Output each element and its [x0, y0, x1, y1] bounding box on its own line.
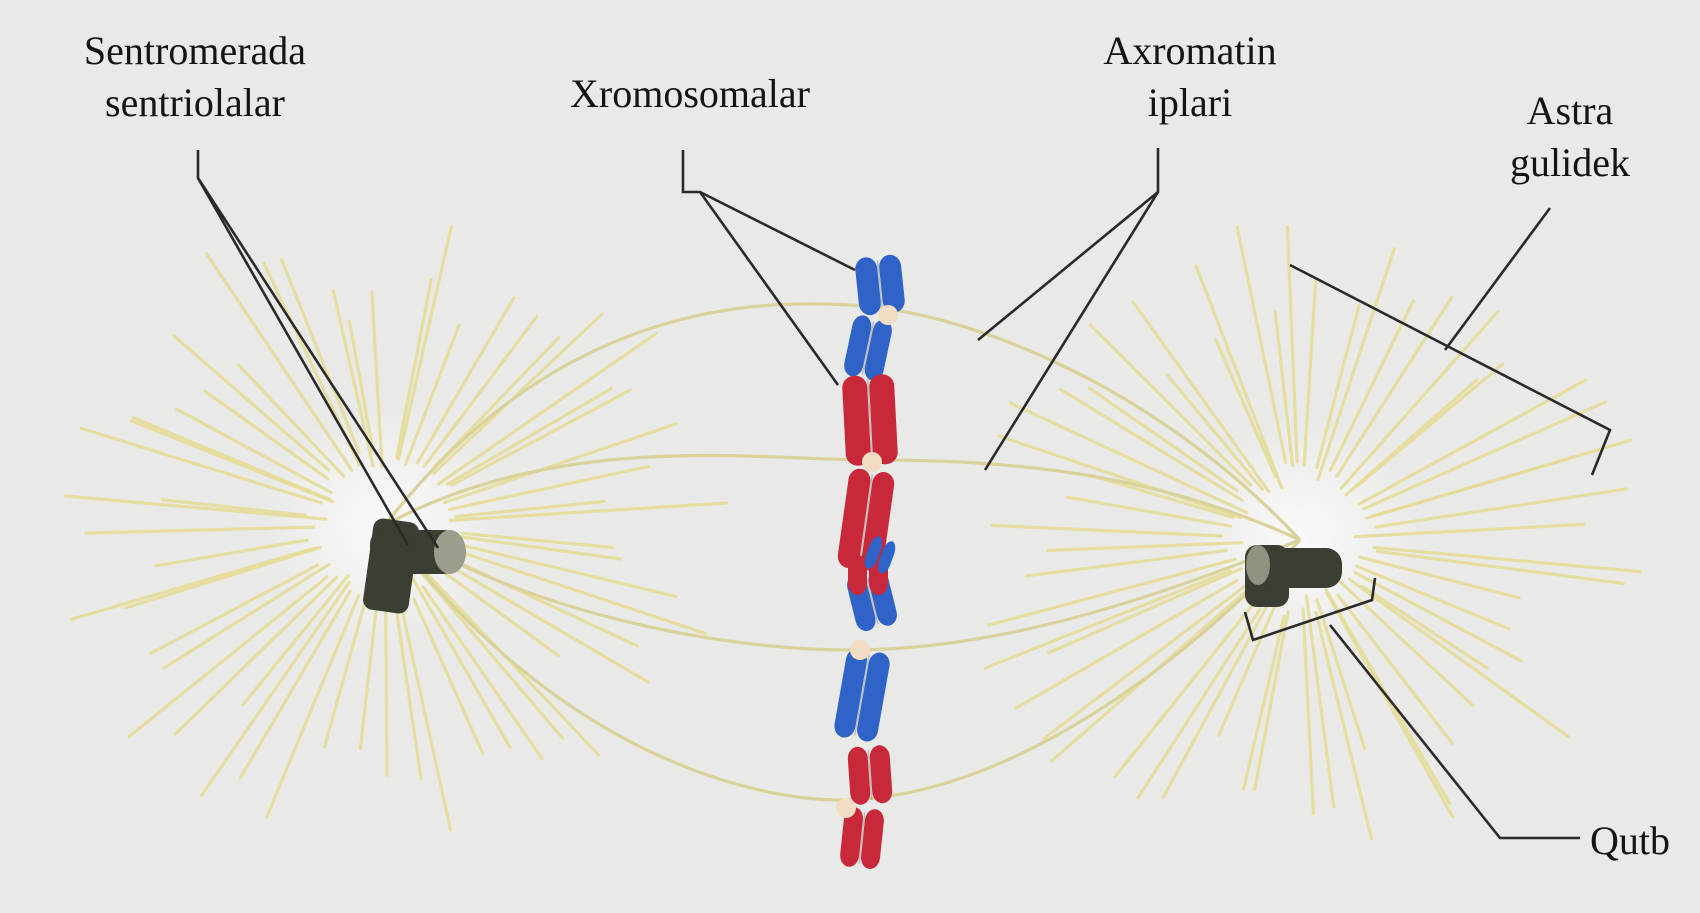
chromatid — [847, 746, 871, 805]
astral-ray — [1364, 402, 1605, 509]
astral-ray — [1061, 390, 1242, 501]
centromere — [836, 798, 856, 818]
label-aster-line1: Astra — [1480, 85, 1660, 137]
label-chromosomes: Xromosomalar — [540, 68, 840, 120]
astral-ray — [151, 565, 318, 653]
label-chromosomes-text: Xromosomalar — [540, 68, 840, 120]
label-pole: Qutb — [1590, 815, 1700, 867]
label-spindle-line2: iplari — [1060, 77, 1320, 129]
astral-ray — [1044, 585, 1247, 739]
centriole-right-horizontal — [1258, 548, 1342, 588]
astral-ray — [267, 596, 359, 818]
centromere — [862, 452, 882, 472]
leader-aster — [1445, 208, 1550, 350]
chromatid-pair — [833, 647, 892, 743]
label-aster-line2: gulidek — [1480, 137, 1660, 189]
chromatid — [848, 555, 867, 595]
astral-ray — [1133, 302, 1269, 492]
chromatid — [869, 745, 893, 804]
label-centrioles-line2: sentriolalar — [40, 77, 350, 129]
chromatid-pair — [847, 745, 893, 806]
leader-chromosomes — [683, 150, 855, 385]
label-spindle-fibers: Axromatin iplari — [1060, 25, 1320, 129]
chromatid-pair — [854, 254, 906, 316]
aster-rays-right — [985, 227, 1640, 839]
chromatid — [842, 375, 872, 466]
label-centrioles-line1: Sentromerada — [40, 25, 350, 77]
centromere — [878, 305, 898, 325]
centromere — [850, 640, 870, 660]
label-pole-text: Qutb — [1590, 815, 1700, 867]
astral-ray — [386, 600, 387, 776]
leader-spindle — [978, 148, 1158, 470]
astral-ray — [439, 333, 657, 484]
label-centrioles: Sentromerada sentriolalar — [40, 25, 350, 129]
centriole-right-end — [1246, 545, 1270, 585]
centriole-left-end — [434, 530, 466, 574]
chromosome-chain — [833, 254, 906, 870]
spindle-fiber — [385, 304, 1300, 540]
label-aster: Astra gulidek — [1480, 85, 1660, 189]
astral-ray — [1357, 364, 1503, 486]
label-spindle-line1: Axromatin — [1060, 25, 1320, 77]
chromatid — [869, 374, 899, 465]
astral-ray — [163, 564, 329, 668]
astral-ray — [1349, 579, 1568, 736]
